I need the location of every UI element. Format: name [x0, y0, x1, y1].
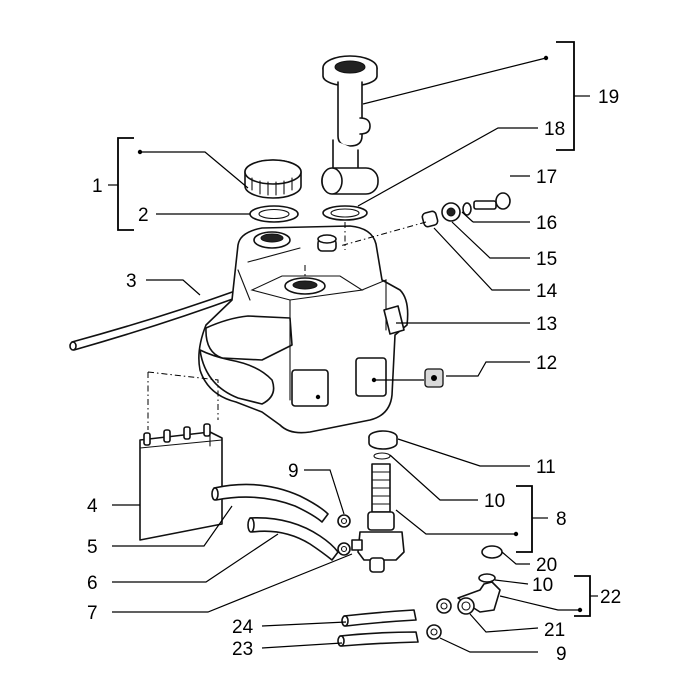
callout-labels: 1 2 3 4 5 6 7 8 9 9 10 10 11 12 13 14 15…: [87, 87, 621, 665]
leader-lines: [108, 41, 598, 653]
callout-1: 1: [92, 176, 103, 197]
callout-10-lower: 10: [532, 575, 553, 596]
sender-seal: [322, 205, 368, 221]
callout-12: 12: [536, 353, 557, 374]
callout-4: 4: [87, 496, 98, 517]
clip-nut: [424, 368, 444, 388]
callout-8: 8: [556, 509, 567, 530]
callout-19: 19: [598, 87, 619, 108]
fuel-filter: [139, 371, 223, 541]
union-assembly: [426, 545, 503, 640]
fuel-gauge-sender: [321, 55, 379, 195]
hose-clamps: [337, 514, 351, 556]
callout-2: 2: [138, 205, 149, 226]
callout-22: 22: [600, 587, 621, 608]
callout-16: 16: [536, 213, 557, 234]
fuel-tank: [198, 225, 409, 434]
callout-18: 18: [544, 119, 565, 140]
fuel-tap: [351, 430, 405, 573]
callout-24: 24: [232, 617, 254, 638]
callout-7: 7: [87, 603, 98, 624]
fuel-hose-6: [247, 517, 339, 561]
callout-5: 5: [87, 537, 98, 558]
filler-cap: [244, 159, 302, 199]
callout-17: 17: [536, 167, 557, 188]
callout-20: 20: [536, 555, 557, 576]
callout-21: 21: [544, 620, 565, 641]
callout-3: 3: [126, 271, 137, 292]
fuel-hose-5: [211, 483, 329, 523]
callout-23: 23: [232, 639, 253, 660]
callout-14: 14: [536, 281, 558, 302]
callout-9-lower: 9: [556, 644, 567, 665]
callout-9-upper: 9: [288, 461, 299, 482]
callout-10-upper: 10: [484, 491, 505, 512]
callout-11: 11: [536, 457, 556, 478]
union-fitting: [421, 192, 511, 228]
fuel-hoses-23-24: [337, 609, 419, 647]
callout-13: 13: [536, 314, 557, 335]
callout-6: 6: [87, 573, 98, 594]
callout-15: 15: [536, 249, 557, 270]
cap-gasket: [249, 205, 299, 223]
